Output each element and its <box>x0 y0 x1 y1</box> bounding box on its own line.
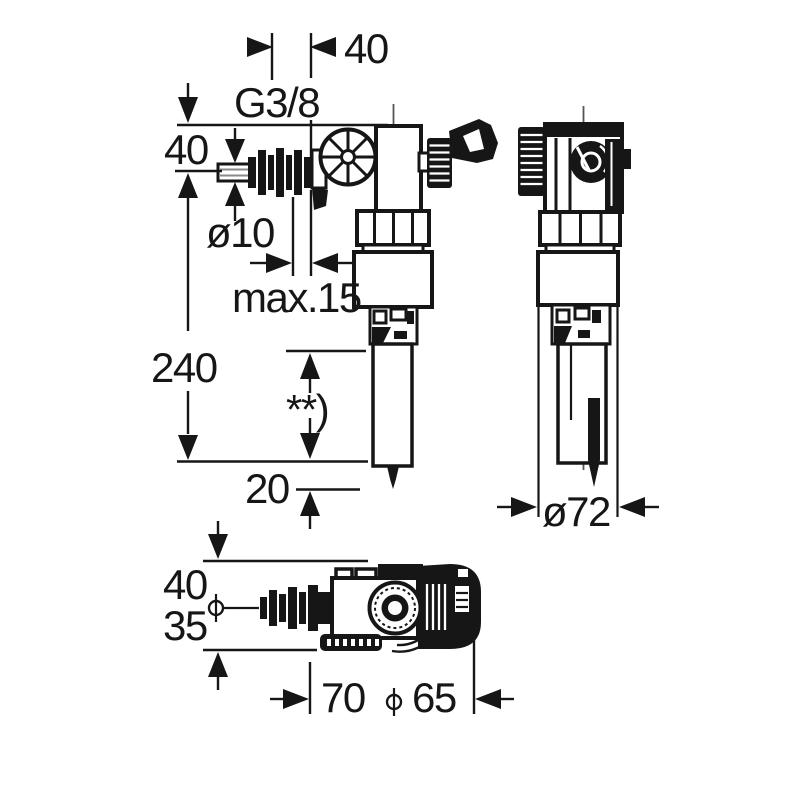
clip-lever <box>449 119 498 163</box>
side-body <box>543 122 631 214</box>
dim-top-width <box>247 33 336 157</box>
lower-body <box>352 250 434 309</box>
dim-wall-thickness <box>250 190 354 276</box>
inlet-pipe <box>216 162 252 183</box>
side-view <box>518 106 631 487</box>
side-lower-body <box>536 250 620 307</box>
dim-label-body-dia: ø72 <box>542 488 610 535</box>
dim-overall-height <box>177 173 368 463</box>
side-hex-nut <box>538 210 622 254</box>
dim-inlet-dia <box>225 128 245 221</box>
dim-label-adjustable: **) <box>286 386 328 433</box>
dim-depth-offsets <box>203 521 368 690</box>
dim-label-top-width: 40 <box>344 25 388 72</box>
hex-nut <box>355 209 431 254</box>
housing-arc-inner <box>396 628 431 647</box>
dim-body-dia <box>497 307 659 517</box>
side-outlet-tube <box>556 342 608 487</box>
dim-inlet-offset <box>175 83 388 173</box>
dim-lengths <box>270 612 514 716</box>
top-ribbed-bar <box>320 634 382 651</box>
mechanism-detail <box>368 305 419 346</box>
dim-label-inlet-dia: ø10 <box>206 209 274 256</box>
dim-label-length-back: 65 <box>412 674 456 721</box>
dim-label-thread: G3/8 <box>234 79 319 126</box>
dimensions: 40 G3/8 40 ø10 max.15 240 **) 20 ø72 40 … <box>151 25 659 721</box>
housing-arc-outer <box>391 630 439 653</box>
dim-label-overall-height: 240 <box>151 344 217 391</box>
dim-tip-clearance <box>296 488 360 529</box>
valve-body <box>374 124 423 214</box>
dim-label-tip-clearance: 20 <box>245 465 289 512</box>
side-knurled-knob <box>518 127 545 196</box>
dim-adjustable <box>286 349 366 459</box>
inlet-connector <box>248 148 328 210</box>
dim-label-wall-thickness: max.15 <box>232 274 361 321</box>
handwheel <box>318 127 378 187</box>
top-knob <box>367 580 423 636</box>
dim-label-depth-top: 40 <box>163 561 207 608</box>
knurled-knob <box>427 138 452 188</box>
outlet-tube <box>371 342 414 489</box>
dim-label-depth-bottom: 35 <box>163 602 207 649</box>
top-inlet-connector <box>260 585 334 631</box>
top-view <box>260 564 481 653</box>
side-mechanism-detail <box>550 303 612 346</box>
front-view <box>216 104 498 489</box>
dim-label-inlet-offset: 40 <box>164 126 208 173</box>
dim-label-length-front: 70 <box>321 674 365 721</box>
